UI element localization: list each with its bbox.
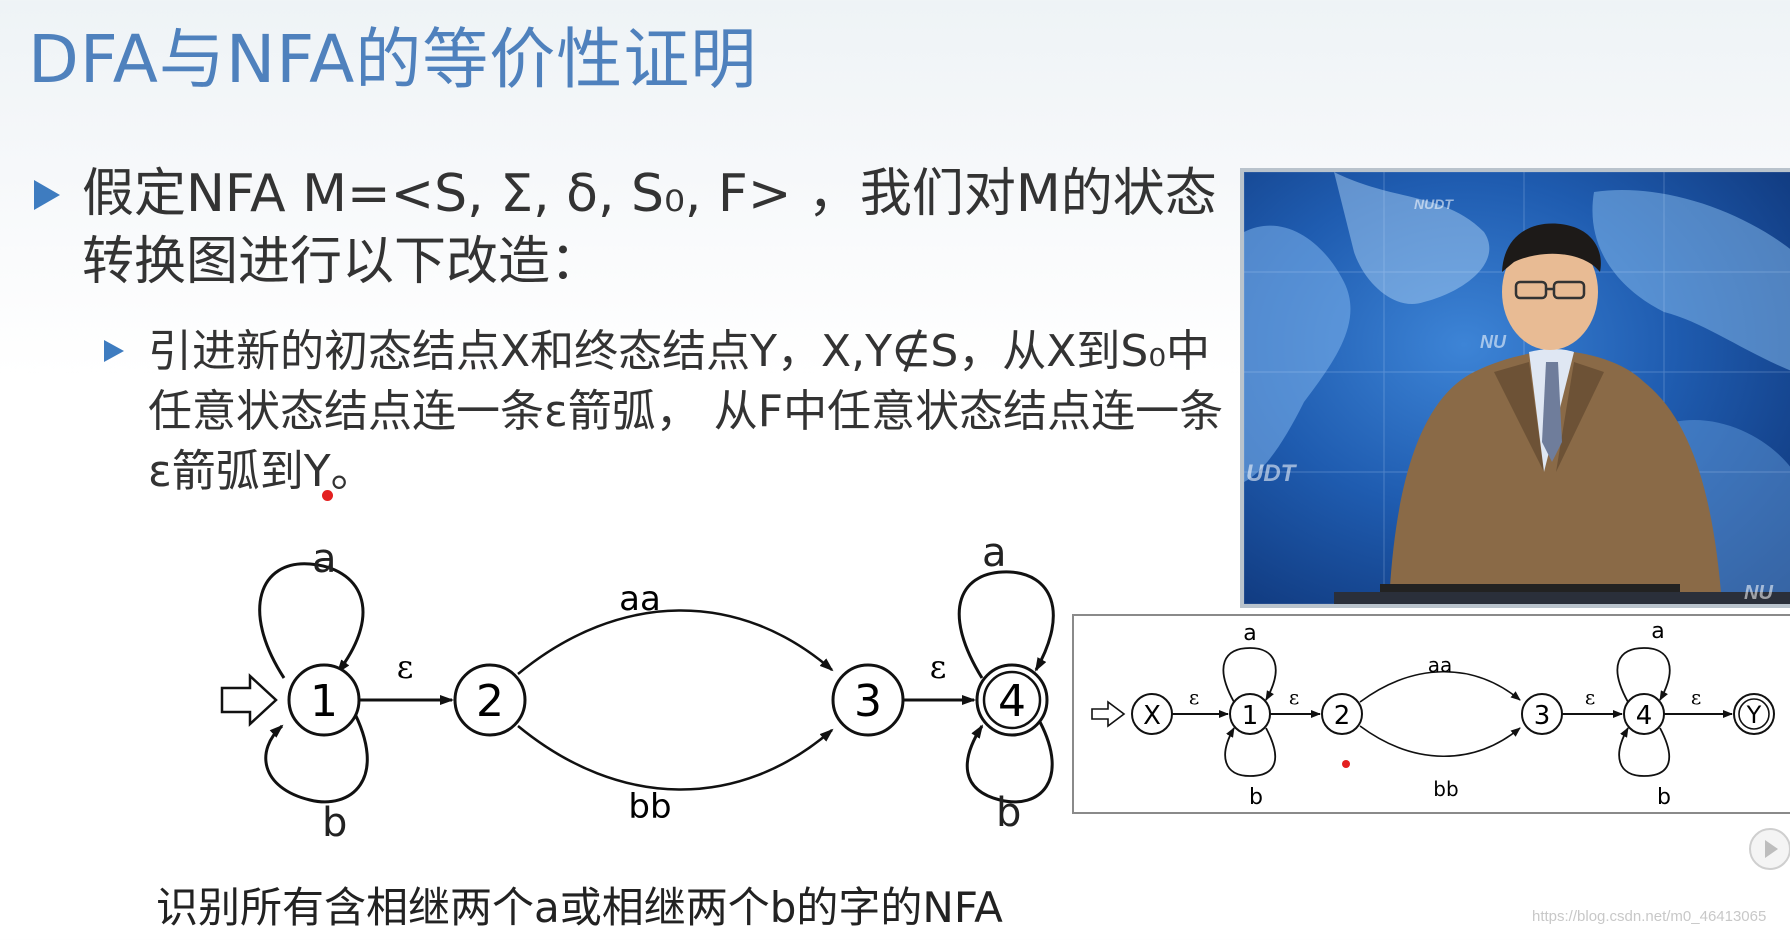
sub-bullet-marker-icon — [104, 340, 124, 362]
state-4 — [975, 663, 1049, 737]
panel-loop-1-top — [1222, 647, 1277, 703]
panel-edge-2-3-bottom — [1359, 725, 1521, 758]
bullet-text-2: 引进新的初态结点X和终态结点Y，X,Y∉S，从X到S₀中任意状态结点连一条ε箭弧… — [148, 326, 1224, 497]
panel-edge-2-3-top — [1359, 670, 1521, 703]
edge-3-4-label: ε — [930, 648, 947, 686]
edge-2-3-top — [517, 609, 834, 675]
panel-start-arrow-icon — [1091, 700, 1126, 728]
panel-loop-1-top-label: a — [1243, 621, 1256, 646]
panel-edge-2-3-top-label: aa — [1428, 653, 1453, 677]
panel-edge-4-y-label: ε — [1691, 685, 1701, 709]
bullet-marker-icon — [34, 180, 60, 210]
panel-edge-2-3-bottom-label: bb — [1433, 777, 1458, 801]
loop-4-top-label: a — [982, 530, 1007, 576]
loop-1-bottom-label: b — [322, 800, 348, 846]
start-arrow-icon — [220, 673, 278, 727]
state-3 — [831, 663, 905, 737]
state-4-label: 4 — [998, 676, 1026, 727]
transformed-nfa-panel: X ε 1 a b ε 2 aa bb 3 ε 4 a b ε Y — [1072, 614, 1790, 814]
panel-edge-x-1-label: ε — [1189, 685, 1199, 709]
state-2 — [453, 663, 527, 737]
panel-state-2 — [1321, 693, 1363, 735]
lecturer-video[interactable]: NUDT NU UDT NU — [1240, 168, 1790, 608]
panel-loop-4-top — [1616, 647, 1671, 703]
transformed-nfa-diagram: X ε 1 a b ε 2 aa bb 3 ε 4 a b ε Y — [1091, 619, 1775, 810]
panel-loop-1-bottom — [1224, 727, 1277, 777]
diagram-caption: 识别所有含相继两个a或相继两个b的字的NFA — [156, 883, 1003, 932]
panel-loop-1-bottom-label: b — [1249, 785, 1263, 810]
loop-1-top-label: a — [312, 536, 337, 582]
edge-2-3-top-label: aa — [619, 579, 661, 619]
panel-state-3-label: 3 — [1534, 701, 1551, 731]
loop-1-top — [258, 562, 365, 679]
loop-1-bottom — [264, 707, 369, 804]
state-1-label: 1 — [310, 676, 338, 727]
lecturer-figure — [1334, 223, 1790, 604]
state-2-label: 2 — [476, 676, 504, 727]
video-watermark-3: UDT — [1246, 460, 1296, 487]
world-map-background — [1244, 172, 1790, 604]
laser-pointer-dot — [322, 490, 333, 501]
edge-2-3-bottom-label: bb — [628, 787, 671, 827]
state-1 — [287, 663, 361, 737]
video-watermark-1: NUDT — [1414, 196, 1453, 212]
nfa-diagram: 1 ε 2 aa bb 3 ε 4 — [220, 562, 1055, 827]
csdn-watermark: https://blog.csdn.net/m0_46413065 — [1532, 908, 1767, 925]
slide-title: DFA与NFA的等价性证明 — [28, 21, 758, 98]
panel-state-y-label: Y — [1746, 701, 1762, 729]
panel-state-x-label: X — [1143, 701, 1161, 731]
video-watermark-2: NU — [1480, 332, 1506, 352]
panel-loop-4-top-label: a — [1651, 619, 1664, 644]
loop-4-top — [957, 570, 1055, 679]
play-button[interactable] — [1749, 828, 1790, 870]
loop-4-bottom — [965, 721, 1054, 804]
edge-2-3-bottom — [517, 725, 834, 791]
panel-state-4-label: 4 — [1636, 701, 1653, 731]
panel-loop-4-bottom — [1618, 727, 1671, 777]
state-3-label: 3 — [854, 676, 882, 727]
panel-state-y — [1733, 693, 1775, 735]
video-watermark-4: NU — [1744, 582, 1773, 604]
panel-pointer-dot — [1342, 760, 1350, 768]
edge-1-2-label: ε — [397, 648, 414, 686]
loop-4-bottom-label: b — [996, 790, 1022, 836]
panel-state-2-label: 2 — [1334, 701, 1351, 731]
panel-edge-1-2-label: ε — [1289, 685, 1299, 709]
bullet-text-1: 假定NFA M=<S, Σ, δ, S₀, F> ，我们对M的状态转换图进行以下… — [82, 164, 1217, 292]
panel-edge-3-4-label: ε — [1585, 685, 1595, 709]
panel-state-1-label: 1 — [1242, 701, 1259, 731]
panel-loop-4-bottom-label: b — [1657, 785, 1671, 810]
